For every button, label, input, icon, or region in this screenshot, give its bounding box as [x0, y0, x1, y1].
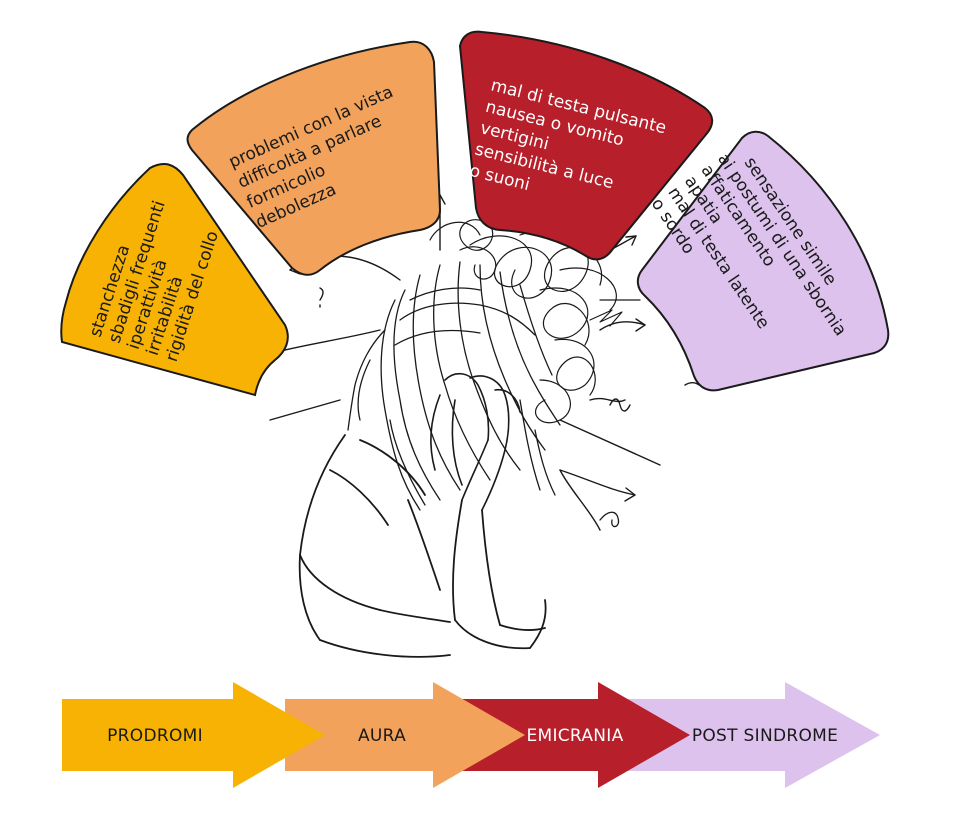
panel-post-sindrome: sensazione simile ai postumi di una sbor… — [636, 130, 890, 392]
panel-aura: problemi con la vista difficoltà a parla… — [186, 40, 442, 276]
panel-emicrania: mal di testa pulsante nausea o vomito ve… — [458, 30, 714, 261]
phase-label-emicrania: EMICRANIA — [526, 726, 623, 746]
phase-arrow-aura — [285, 682, 525, 788]
panel-prodromi: stanchezza sbadigli frequenti iperattivi… — [60, 163, 289, 397]
phase-label-prodromi: PRODROMI — [107, 726, 203, 746]
phase-arrow-prodromi — [62, 682, 325, 788]
hair — [347, 261, 561, 511]
phase-label-post-sindrome: POST SINDROME — [692, 726, 838, 746]
phase-arrow-post-sindrome — [625, 682, 880, 788]
phase-timeline: PRODROMI AURA EMICRANIA POST SINDROME — [62, 682, 880, 788]
phase-label-aura: AURA — [358, 726, 406, 746]
hands — [430, 372, 521, 511]
body — [298, 434, 547, 658]
panel-aura-shape — [186, 40, 442, 276]
phase-arrow-emicrania — [450, 682, 690, 788]
panel-emicrania-shape — [458, 30, 714, 261]
panel-prodromi-shape — [60, 163, 289, 397]
woman-headache-illustration — [264, 194, 700, 658]
panel-post-sindrome-shape — [636, 130, 890, 392]
